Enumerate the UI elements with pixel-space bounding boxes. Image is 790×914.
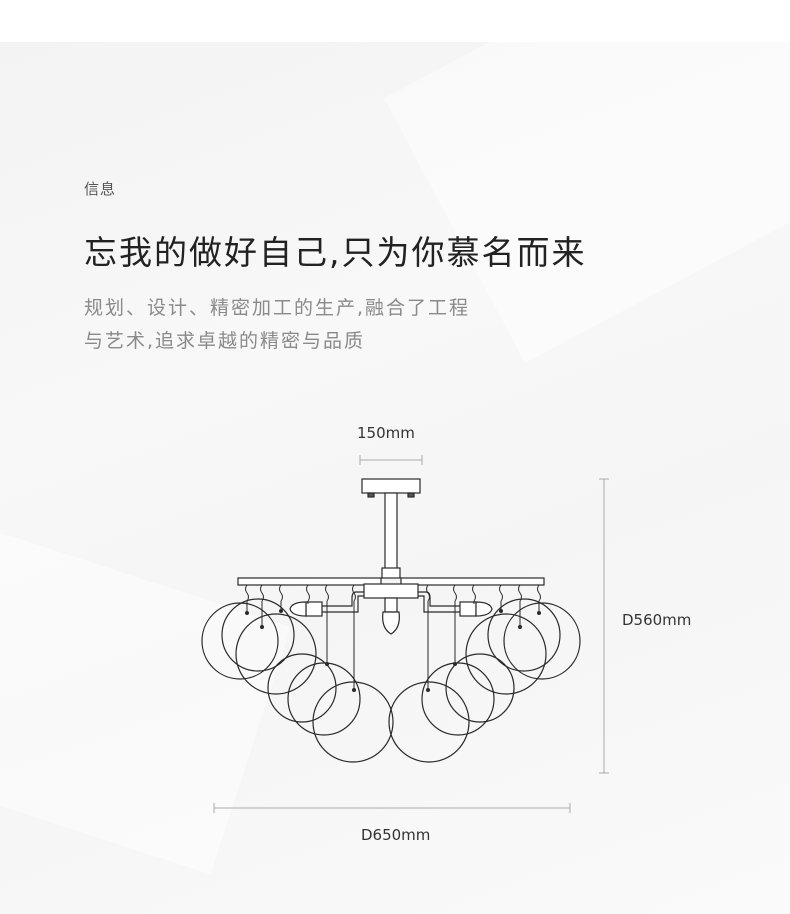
hanging-chain <box>537 584 541 612</box>
width-dimension-line <box>213 803 571 813</box>
background-panel <box>0 42 790 914</box>
globe-cap <box>352 688 356 692</box>
height-dimension-line <box>599 478 609 774</box>
center-socket <box>384 597 398 613</box>
stem-joint <box>381 567 401 579</box>
height-dimension-label: D560mm <box>622 611 692 629</box>
right-bulb-arm <box>418 591 462 607</box>
canopy-plate <box>361 478 421 494</box>
globe-cap <box>453 662 457 666</box>
canopy-dimension-line <box>359 455 423 465</box>
right-bulb <box>475 601 493 617</box>
glass-globe <box>201 602 279 680</box>
left-socket <box>305 601 323 617</box>
glass-globe <box>267 653 337 723</box>
canopy-screw <box>367 492 375 498</box>
glass-globe <box>388 681 470 763</box>
right-socket <box>459 601 477 617</box>
glass-globe <box>235 613 317 695</box>
glass-globe <box>503 602 581 680</box>
globe-cap <box>260 625 264 629</box>
globe-cap <box>325 662 329 666</box>
hanging-chain <box>306 584 310 604</box>
stem-rod <box>384 492 398 572</box>
globe-cap <box>279 609 283 613</box>
description: 规划、设计、精密加工的生产,融合了工程 与艺术,追求卓越的精密与品质 <box>84 292 470 358</box>
hanging-chain <box>472 584 476 604</box>
globe-cap <box>245 611 249 615</box>
left-arm-bar <box>237 577 382 586</box>
globe-cap <box>537 611 541 615</box>
globe-caps <box>245 609 541 692</box>
hanging-chain <box>518 584 522 626</box>
glass-globe <box>312 681 394 763</box>
center-bulb <box>382 611 400 635</box>
glass-globe <box>421 662 495 736</box>
hanging-chain <box>426 584 430 689</box>
left-bulb <box>289 601 307 617</box>
hanging-chain <box>499 584 503 610</box>
left-bulb-arm <box>320 591 364 607</box>
glass-globe <box>221 598 295 672</box>
center-hub <box>363 583 419 599</box>
glass-globe <box>287 662 361 736</box>
canopy-dimension-label: 150mm <box>357 424 415 442</box>
right-arm-bar <box>400 577 545 586</box>
headline: 忘我的做好自己,只为你慕名而来 <box>84 233 587 272</box>
glass-globe <box>465 613 547 695</box>
width-dimension-label: D650mm <box>361 826 431 844</box>
description-line-1: 规划、设计、精密加工的生产,融合了工程 <box>84 297 471 319</box>
right-bulb-arm <box>418 595 462 613</box>
glass-globe <box>487 598 561 672</box>
canopy-screw <box>407 492 415 498</box>
hanging-chain <box>453 584 457 663</box>
description-line-2: 与艺术,追求卓越的精密与品质 <box>84 330 366 352</box>
globe-cap <box>499 609 503 613</box>
globe-cap <box>518 625 522 629</box>
info-label: 信息 <box>84 180 117 198</box>
hanging-chain <box>352 584 356 689</box>
chain-group <box>245 584 541 689</box>
left-bulb-arm <box>320 595 364 613</box>
globe-cap <box>426 688 430 692</box>
hanging-chain <box>260 584 264 626</box>
hanging-chain <box>245 584 249 612</box>
hanging-chain <box>279 584 283 610</box>
glass-globe <box>445 653 515 723</box>
hanging-chain <box>325 584 329 663</box>
